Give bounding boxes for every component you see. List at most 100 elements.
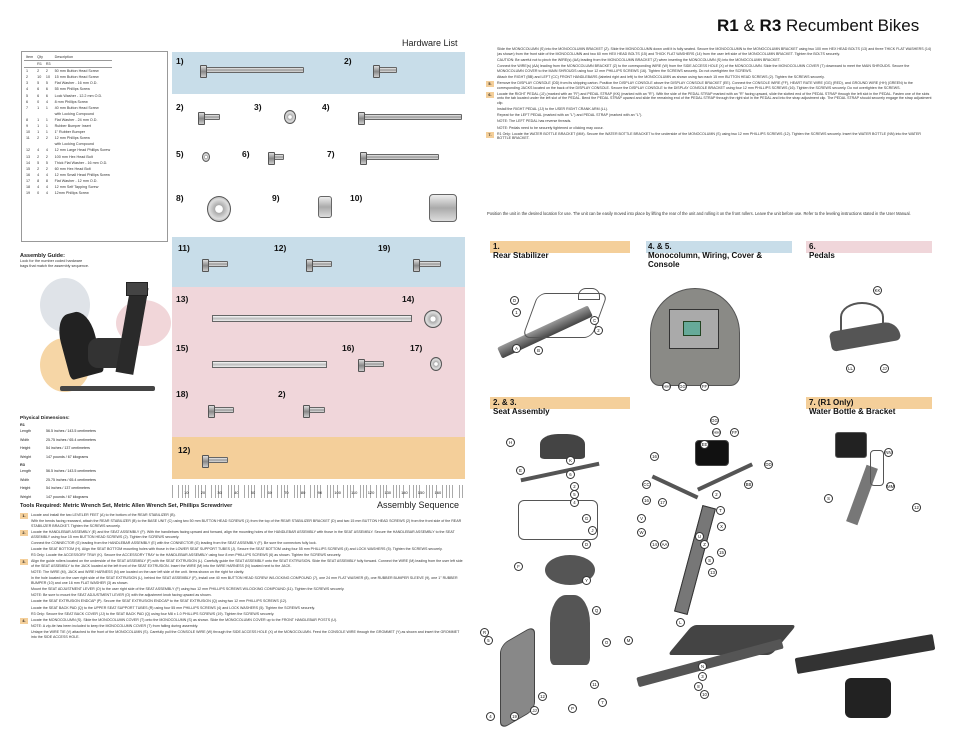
- screw-8mm-icon: [268, 152, 284, 165]
- screw-40mm-icon: [360, 152, 439, 165]
- callout-marker: G: [582, 514, 591, 523]
- callout-marker: S: [705, 556, 714, 565]
- callout-marker: NN: [884, 448, 893, 457]
- hw-label: 11): [178, 243, 190, 253]
- ruler-number: 140: [401, 490, 408, 495]
- parts-cell-item: 5: [26, 93, 29, 98]
- measuring-ruler: [172, 485, 464, 498]
- callout-marker: 2: [594, 326, 603, 335]
- physical-dimensions-title: Physical Dimensions:: [20, 416, 70, 421]
- parts-cell-desc: 15 mm Button Head Screw: [54, 75, 99, 80]
- callout-marker: 5: [484, 636, 493, 645]
- callout-marker: 19: [510, 712, 519, 721]
- washer-12mm-icon: [430, 357, 442, 371]
- callout-marker: S: [824, 494, 833, 503]
- section-num: 4. & 5.: [648, 242, 672, 251]
- parts-cell-r1: 0: [37, 99, 40, 104]
- ruler-number: 40: [234, 490, 239, 495]
- steps-left: 1.Locate and install the two LEVELER FEE…: [20, 513, 465, 641]
- callout-marker: V: [637, 514, 646, 523]
- parts-cell-desc: 40 mm Button Head Screw: [54, 105, 99, 110]
- dimension-value: 54 inches / 137 centimeters: [46, 446, 90, 450]
- parts-cell-r3: 6: [45, 93, 48, 98]
- step-number: 3.: [20, 559, 28, 566]
- parts-cell-desc: Flat Washer - 24 mm O.D.: [54, 117, 98, 122]
- ruler-number: 50: [250, 490, 256, 495]
- parts-cell-r1: 6: [37, 93, 40, 98]
- bumper-insert-icon: [318, 196, 332, 218]
- parts-cell-r1: 5: [37, 160, 40, 165]
- parts-cell-desc: 12mm Phillips Screw: [54, 191, 89, 196]
- parts-cell-r1: 1: [37, 117, 40, 122]
- step-paragraph: Connect the WIRE(s) (AA) leading from th…: [497, 63, 910, 73]
- callout-marker: 17: [658, 498, 667, 507]
- callout-marker: X: [717, 522, 726, 531]
- step-paragraph: R3 Only: Secure the SEAT BACK COVER (JJ)…: [31, 611, 275, 616]
- parts-cell-r3: 1: [45, 124, 48, 129]
- parts-cell-item: 4: [26, 87, 29, 92]
- callout-marker: 7: [598, 698, 607, 707]
- parts-cell-desc: Rubber Bumper Insert: [54, 124, 91, 129]
- callout-marker: C: [590, 316, 599, 325]
- hw-label: 10): [350, 193, 363, 203]
- step-paragraph: Repeat for the LEFT PEDAL (marked with a…: [497, 113, 643, 118]
- callout-marker: Z: [700, 540, 709, 549]
- callout-marker: 2: [712, 490, 721, 499]
- parts-cell-item: 19: [26, 191, 31, 196]
- col-r3: R3: [43, 60, 53, 69]
- section-name: Water Bottle & Bracket: [809, 407, 896, 416]
- parts-cell-desc: 55 mm Phillips Screw: [54, 87, 90, 92]
- section-header-1: [490, 241, 630, 253]
- step-paragraph: Attach the RIGHT (BB) and LEFT (CC) FRON…: [497, 74, 825, 79]
- ruler-number: 90: [317, 490, 323, 495]
- parts-cell-item: 9: [26, 124, 29, 129]
- step-number: 2.: [20, 529, 28, 536]
- ruler-number: 120: [367, 490, 375, 495]
- callout-marker: 12: [538, 692, 547, 701]
- hw-label: 15): [176, 343, 189, 353]
- callout-marker: DD: [764, 460, 773, 469]
- hw-label: 4): [322, 102, 330, 112]
- assembly-sequence-title: Assembly Sequence: [377, 500, 460, 510]
- screw-16-icon: [358, 359, 384, 372]
- parts-cell-desc: 100 mm Hex Head Bolt: [54, 154, 93, 159]
- assembly-step: 7.R1 Only: Locate the WATER BOTTLE BRACK…: [486, 131, 932, 141]
- parts-cell-r3: 2: [45, 69, 48, 74]
- hw-label: 2): [176, 102, 184, 112]
- parts-cell-item: 14: [26, 160, 31, 165]
- step-paragraph: Locate the SEAT BACK PAD (Q) to the UPPE…: [31, 605, 316, 610]
- model-r1: R1: [717, 16, 739, 35]
- ruler-number: 150: [417, 490, 425, 495]
- callout-marker: 11: [590, 680, 599, 689]
- callout-marker: 13: [708, 568, 717, 577]
- parts-cell-r1: 2: [37, 166, 40, 171]
- hardware-panel-3: 11) 12) 19): [172, 237, 465, 287]
- callout-marker: 15: [717, 548, 726, 557]
- step-paragraph: Install the RIGHT PEDAL (JJ) to the USER…: [497, 107, 608, 112]
- callout-marker: 6: [566, 470, 575, 479]
- parts-cell-desc: Thick Flat Washer - 16 mm O.D.: [54, 160, 108, 165]
- screw-15mm-icon: [373, 65, 397, 78]
- callout-marker: CC: [642, 480, 651, 489]
- hw-label: 17): [410, 343, 423, 353]
- ruler-number: 20: [200, 490, 206, 495]
- step-paragraph: Remove the DISPLAY CONSOLE (DD) from its…: [497, 80, 913, 90]
- dimension-key: Weight: [20, 454, 32, 459]
- assembly-guide-text: Look for the number coded hardware bags …: [20, 259, 90, 268]
- ampersand: &: [743, 16, 755, 35]
- hardware-panel-4: 13) 14) 15) 16) 17) 18) 2): [172, 287, 465, 437]
- parts-cell-r1: 4: [37, 148, 40, 153]
